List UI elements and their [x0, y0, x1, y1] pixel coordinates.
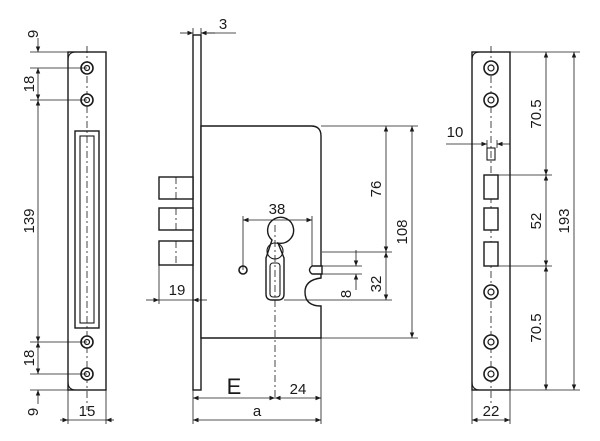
side-lock-case-view: 3 38 76 108 8 32 19 E 24 a: [146, 16, 418, 424]
dim-left-width-label: 15: [79, 403, 96, 420]
dim-cylinder-width-label: 38: [269, 201, 286, 218]
right-dimensions: [446, 51, 580, 424]
dim-upper-distance-label: 70.5: [528, 99, 545, 128]
lock-case-body: [200, 125, 322, 339]
dim-top-margin-label: 9: [25, 30, 42, 38]
latch-slot: [308, 265, 323, 275]
right-bolt-opening-2: [483, 207, 499, 231]
dim-latch-width-label: 10: [447, 124, 464, 141]
dim-cylinder-to-edge-label: 24: [290, 381, 307, 398]
dim-lower-distance-label: 70.5: [528, 313, 545, 342]
dim-case-height-label: 108: [394, 219, 411, 244]
right-face-plate-view: 10 70.5 52 70.5 193 22: [446, 46, 580, 424]
left-dimensions: [30, 38, 114, 424]
right-bolt-opening-1: [483, 174, 499, 200]
dim-bolt-throw-label: 19: [169, 282, 186, 299]
dim-plate-thickness-label: 3: [219, 16, 227, 33]
dim-overall-symbol-label: a: [253, 403, 262, 420]
dim-case-depth-upper-label: 76: [368, 181, 385, 198]
dim-backset-symbol-label: E: [227, 374, 242, 399]
side-dimensions: [146, 28, 418, 424]
dim-bottom-margin-label: 9: [25, 408, 42, 416]
right-bolt-opening-3: [483, 241, 499, 267]
left-plate-corner-bottom: [67, 381, 77, 391]
dim-right-width-label: 22: [483, 403, 500, 420]
right-latch-slot: [486, 147, 496, 161]
dim-cylinder-offset-label: 32: [368, 276, 385, 293]
dim-hole-spacing-top-label: 18: [21, 76, 38, 93]
dim-hole-spacing-bottom-label: 18: [21, 350, 38, 367]
dim-total-height-label: 193: [556, 208, 573, 233]
side-face-plate: [192, 34, 202, 391]
left-plate-corner-top: [67, 51, 77, 61]
left-face-plate-view: 9 18 139 18 9 15: [21, 30, 114, 424]
dim-slot-length-label: 139: [21, 208, 38, 233]
dim-latch-gap-label: 8: [338, 290, 355, 298]
dim-center-distance-label: 52: [528, 213, 545, 230]
